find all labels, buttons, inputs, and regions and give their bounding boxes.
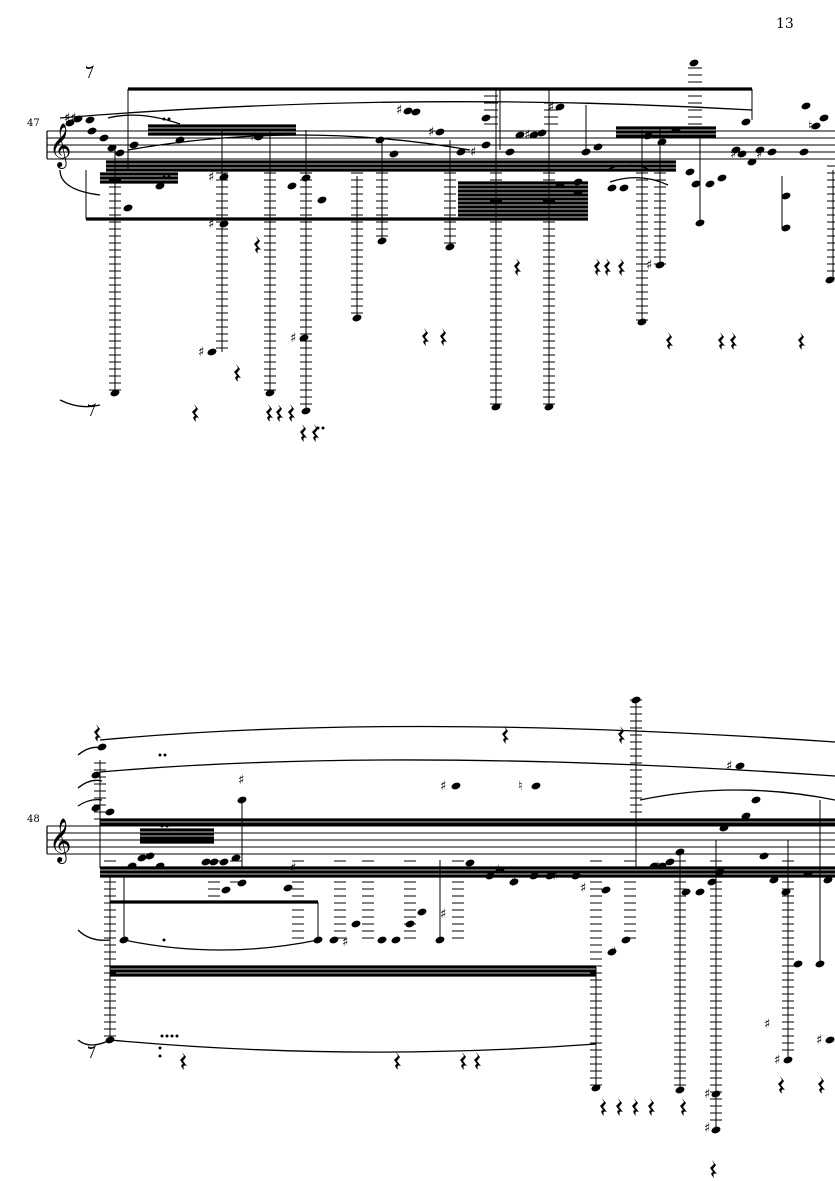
rests-47 bbox=[86, 65, 805, 442]
beams bbox=[86, 87, 752, 221]
svg-text:♯♯: ♯♯ bbox=[64, 111, 77, 126]
slurs bbox=[59, 101, 753, 408]
svg-text:♯: ♯ bbox=[250, 130, 256, 145]
svg-text:♯: ♯ bbox=[704, 1087, 710, 1102]
svg-text:♯: ♯ bbox=[238, 773, 244, 788]
svg-text:♯: ♯ bbox=[440, 779, 446, 794]
svg-text:♯: ♯ bbox=[198, 345, 204, 360]
svg-text:♯: ♯ bbox=[774, 1053, 780, 1068]
accidentals-47: ♯♯♯♯ ♯♯♯ ♯♯♯ ♯♯♯ ♯♯♮ bbox=[64, 100, 813, 360]
beams bbox=[100, 818, 835, 977]
accidentals-48: ♯ ♯ ♯ ♯ ♮ ♯ ♯ ♯ ♯ ♯ ♯ ♮ ♯ ♯ ♯ ♯ ♯ ♯ bbox=[238, 759, 822, 1136]
svg-text:♯: ♯ bbox=[552, 869, 558, 884]
staff-system-47: 𝄞 bbox=[46, 67, 835, 411]
svg-text:♯: ♯ bbox=[816, 1033, 822, 1048]
svg-text:♯: ♯ bbox=[704, 1121, 710, 1136]
svg-text:♯: ♯ bbox=[610, 945, 616, 960]
svg-text:♯: ♯ bbox=[764, 1017, 770, 1032]
staff-system-48: 𝄞 bbox=[46, 699, 835, 1130]
svg-text:♯: ♯ bbox=[342, 935, 348, 950]
svg-text:♯: ♯ bbox=[494, 863, 500, 878]
ledger-lines bbox=[109, 67, 835, 405]
svg-text:♯: ♯ bbox=[470, 145, 476, 160]
stems bbox=[85, 89, 834, 411]
svg-text:♯: ♯ bbox=[290, 331, 296, 346]
svg-text:♯: ♯ bbox=[580, 881, 586, 896]
svg-text:♮: ♮ bbox=[808, 119, 813, 134]
svg-text:♯: ♯ bbox=[548, 100, 554, 115]
svg-text:♯: ♯ bbox=[510, 875, 516, 890]
svg-text:♯: ♯ bbox=[646, 258, 652, 273]
noteheads-48 bbox=[90, 695, 835, 1135]
svg-text:♯: ♯ bbox=[730, 147, 736, 162]
svg-text:♯: ♯ bbox=[756, 147, 762, 162]
svg-text:♮: ♮ bbox=[518, 779, 523, 794]
treble-clef-icon: 𝄞 bbox=[49, 818, 71, 864]
svg-text:♯: ♯ bbox=[396, 103, 402, 118]
augmentation-dots bbox=[158, 117, 325, 1058]
ledger-lines bbox=[94, 699, 794, 1121]
slurs bbox=[77, 725, 835, 1053]
svg-text:♯: ♯ bbox=[524, 128, 530, 143]
page-number: 13 bbox=[776, 16, 794, 32]
svg-text:♯: ♯ bbox=[208, 217, 214, 232]
rests-48 bbox=[88, 724, 825, 1178]
svg-text:♯: ♯ bbox=[726, 759, 732, 774]
svg-text:♯: ♯ bbox=[208, 170, 214, 185]
svg-text:♮: ♮ bbox=[656, 859, 661, 874]
svg-text:♯: ♯ bbox=[290, 861, 296, 876]
treble-clef-icon: 𝄞 bbox=[49, 123, 71, 169]
svg-text:♯: ♯ bbox=[428, 125, 434, 140]
measure-number-47: 47 bbox=[27, 118, 40, 129]
measure-number-48: 48 bbox=[27, 814, 40, 825]
svg-text:♯: ♯ bbox=[440, 907, 446, 922]
